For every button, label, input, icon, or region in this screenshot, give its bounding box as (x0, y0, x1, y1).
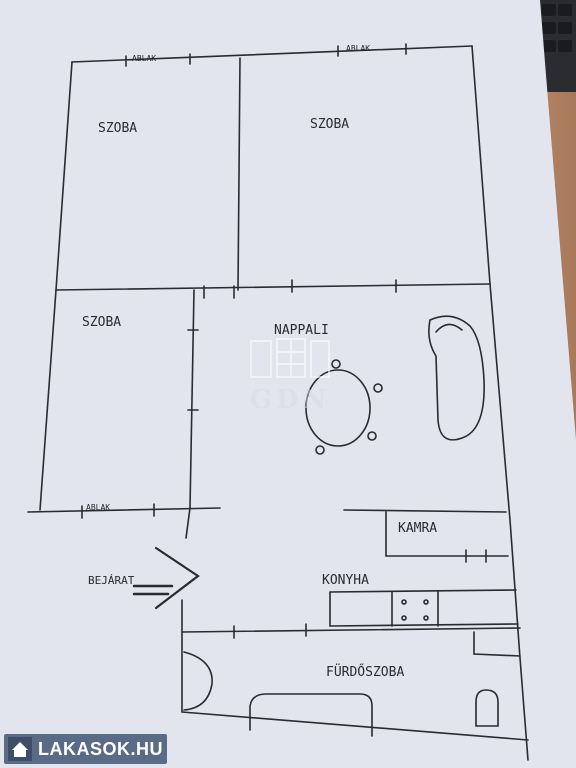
room-label-nappali: NAPPALI (274, 323, 329, 338)
room-label-konyha: KONYHA (322, 573, 369, 588)
badge-label: LAKASOK.HU (38, 738, 163, 759)
room-label-furdoszoba: FÜRDŐSZOBA (326, 663, 404, 680)
house-icon (8, 737, 32, 761)
window-label-3: ABLAK (86, 503, 110, 512)
entrance-arrow (154, 546, 200, 610)
window-label-1: ABLAK (132, 54, 156, 63)
watermark: GDN (225, 335, 355, 425)
bathtub (249, 693, 373, 737)
room-label-szoba-1: SZOBA (98, 121, 137, 136)
dining-table (305, 369, 371, 447)
sofa (428, 315, 485, 441)
room-divider (237, 57, 241, 291)
sink (183, 651, 213, 711)
toilet (475, 689, 499, 727)
watermark-text: GDN (249, 385, 331, 415)
keyboard (538, 0, 576, 92)
room-label-szoba-3: SZOBA (82, 315, 121, 330)
entrance-label: BEJÁRAT (88, 574, 135, 587)
source-badge[interactable]: LAKASOK.HU (4, 734, 167, 764)
window-label-2: ABLAK (346, 44, 370, 53)
middle-wall (55, 283, 491, 291)
watermark-building-icon (250, 338, 330, 378)
room-label-kamra: KAMRA (398, 521, 437, 536)
room-label-szoba-2: SZOBA (310, 117, 349, 132)
